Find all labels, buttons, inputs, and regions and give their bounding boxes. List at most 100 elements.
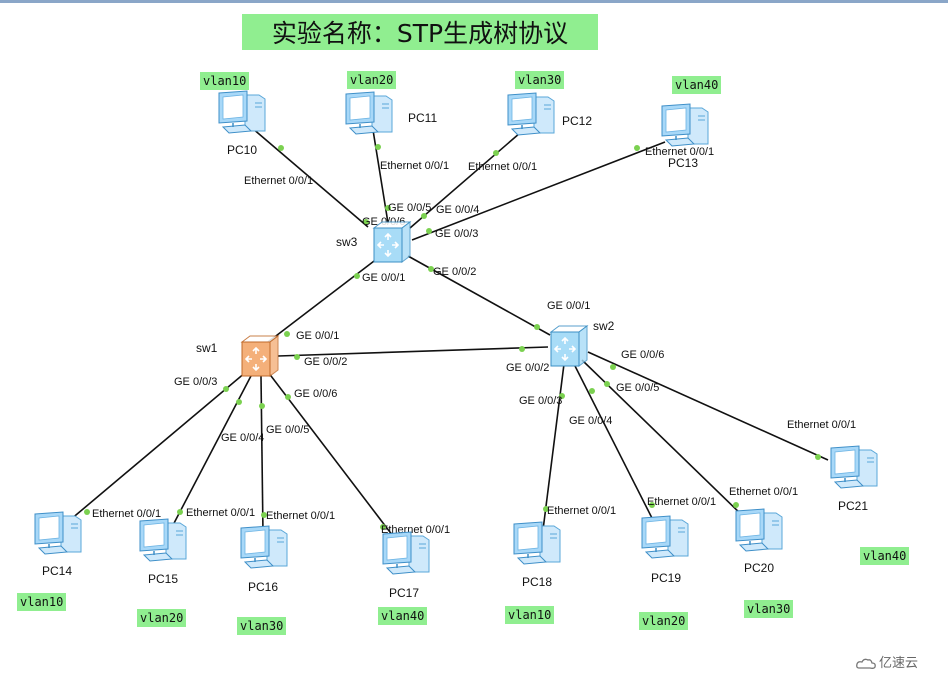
pc-icon[interactable] xyxy=(507,92,555,136)
link-sw1-pc15 xyxy=(171,373,253,528)
port-label-sw3-pc13-b: Ethernet 0/0/1 xyxy=(645,146,714,158)
link-sw2-pc19 xyxy=(573,363,656,525)
vlan-tag-pc17: vlan40 xyxy=(378,607,428,625)
port-dot-sw3-pc13-b xyxy=(634,145,640,151)
pc-icon[interactable] xyxy=(139,518,187,562)
pc-icon[interactable] xyxy=(218,90,266,134)
port-dot-sw3-sw2-a xyxy=(428,266,434,272)
pc-label-pc17: PC17 xyxy=(389,586,419,600)
port-dot-sw3-pc13-a xyxy=(426,228,432,234)
port-label-sw1-pc15-b: Ethernet 0/0/1 xyxy=(186,507,255,519)
port-label-sw2-pc18-b: Ethernet 0/0/1 xyxy=(547,505,616,517)
pc-label-pc19: PC19 xyxy=(651,571,681,585)
port-dot-sw2-pc20-a xyxy=(604,381,610,387)
pc-icon[interactable] xyxy=(830,445,878,489)
port-label-sw2-pc18-a: GE 0/0/3 xyxy=(519,395,562,407)
port-dot-sw2-pc18-a xyxy=(559,393,565,399)
diagram-title: 实验名称：STP生成树协议 xyxy=(242,14,598,50)
core-switch-icon[interactable] xyxy=(240,335,280,377)
link-sw3-pc10 xyxy=(251,127,369,228)
switch-icon[interactable] xyxy=(549,325,589,367)
pc-icon[interactable] xyxy=(735,508,783,552)
link-sw1-pc14 xyxy=(69,371,247,521)
pc-label-pc14: PC14 xyxy=(42,564,72,578)
port-dot-sw1-pc15-b xyxy=(177,509,183,515)
pc-label-pc21: PC21 xyxy=(838,499,868,513)
port-label-sw3-pc12-a: GE 0/0/4 xyxy=(436,204,479,216)
port-label-sw3-pc13-a: GE 0/0/3 xyxy=(435,228,478,240)
port-dot-sw3-sw2-b xyxy=(534,324,540,330)
port-dot-sw3-pc10-b xyxy=(278,145,284,151)
pc-icon[interactable] xyxy=(641,515,689,559)
pc-label-pc11: PC11 xyxy=(408,111,437,125)
port-label-sw2-pc21-b: Ethernet 0/0/1 xyxy=(787,419,856,431)
vlan-tag-pc15: vlan20 xyxy=(137,609,187,627)
link-sw3-pc13 xyxy=(411,141,666,241)
vlan-tag-pc12: vlan30 xyxy=(515,71,565,89)
port-dot-sw3-pc10-a xyxy=(363,219,369,225)
port-label-sw1-pc16-a: GE 0/0/5 xyxy=(266,424,309,436)
port-label-sw2-pc19-b: Ethernet 0/0/1 xyxy=(647,496,716,508)
port-dot-sw1-sw2-a xyxy=(294,354,300,360)
port-label-sw3-pc11-b: Ethernet 0/0/1 xyxy=(380,160,449,172)
vlan-tag-pc20: vlan30 xyxy=(744,600,794,618)
pc-icon[interactable] xyxy=(382,531,430,575)
port-label-sw3-pc11-a: GE 0/0/5 xyxy=(388,202,431,214)
link-sw3-pc12 xyxy=(409,132,521,229)
switch-label-sw1: sw1 xyxy=(196,341,218,355)
port-label-sw1-pc14-b: Ethernet 0/0/1 xyxy=(92,508,161,520)
port-dot-sw2-pc19-a xyxy=(589,388,595,394)
vlan-tag-pc18: vlan10 xyxy=(505,606,555,624)
port-label-sw1-pc16-b: Ethernet 0/0/1 xyxy=(266,510,335,522)
port-dot-sw1-pc15-a xyxy=(236,399,242,405)
port-dot-sw3-pc12-a xyxy=(421,213,427,219)
port-label-sw3-pc12-b: Ethernet 0/0/1 xyxy=(468,161,537,173)
port-dot-sw1-pc14-a xyxy=(223,386,229,392)
port-dot-sw2-pc19-b xyxy=(649,502,655,508)
watermark-text: 亿速云 xyxy=(879,656,919,671)
port-label-sw3-sw1-b: GE 0/0/1 xyxy=(296,330,339,342)
vlan-tag-pc16: vlan30 xyxy=(237,617,287,635)
vlan-tag-pc13: vlan40 xyxy=(672,76,722,94)
port-dot-sw2-pc21-b xyxy=(815,454,821,460)
pc-label-pc15: PC15 xyxy=(148,572,178,586)
port-dot-sw1-sw2-b xyxy=(519,346,525,352)
port-dot-sw3-pc11-b xyxy=(375,144,381,150)
port-dot-sw1-pc16-b xyxy=(261,512,267,518)
link-sw2-pc18 xyxy=(542,363,565,531)
port-dot-sw3-sw1-b xyxy=(284,331,290,337)
port-dot-sw2-pc18-b xyxy=(543,506,549,512)
switch-label-sw3: sw3 xyxy=(336,235,358,249)
port-label-sw3-sw1-a: GE 0/0/1 xyxy=(362,272,405,284)
pc-icon[interactable] xyxy=(513,521,561,565)
pc-label-pc20: PC20 xyxy=(744,561,774,575)
port-label-sw2-pc21-a: GE 0/0/6 xyxy=(621,349,664,361)
link-sw2-pc20 xyxy=(581,359,746,519)
links-layer xyxy=(69,127,829,541)
port-dot-sw3-pc12-b xyxy=(493,150,499,156)
port-label-sw1-pc15-a: GE 0/0/4 xyxy=(221,432,264,444)
vlan-tag-pc14: vlan10 xyxy=(17,593,67,611)
port-dots-layer xyxy=(84,144,821,530)
port-label-sw1-pc14-a: GE 0/0/3 xyxy=(174,376,217,388)
link-sw1-pc16 xyxy=(260,375,264,535)
pc-icon[interactable] xyxy=(345,91,393,135)
port-dot-sw1-pc16-a xyxy=(259,403,265,409)
port-dot-sw1-pc17-a xyxy=(285,394,291,400)
vlan-tag-pc21: vlan40 xyxy=(860,547,910,565)
pc-icon[interactable] xyxy=(661,103,709,147)
link-sw1-sw2 xyxy=(277,346,549,357)
pc-icon[interactable] xyxy=(240,525,288,569)
port-label-sw2-pc20-b: Ethernet 0/0/1 xyxy=(729,486,798,498)
port-label-sw3-pc10-b: Ethernet 0/0/1 xyxy=(244,175,313,187)
pc-label-pc10: PC10 xyxy=(227,143,257,157)
switch-icon[interactable] xyxy=(372,221,412,263)
link-sw1-pc17 xyxy=(267,371,397,541)
pc-label-pc18: PC18 xyxy=(522,575,552,589)
port-dot-sw1-pc17-b xyxy=(380,524,386,530)
port-label-sw1-pc17-a: GE 0/0/6 xyxy=(294,388,337,400)
pc-icon[interactable] xyxy=(34,511,82,555)
port-label-sw1-sw2-b: GE 0/0/2 xyxy=(506,362,549,374)
